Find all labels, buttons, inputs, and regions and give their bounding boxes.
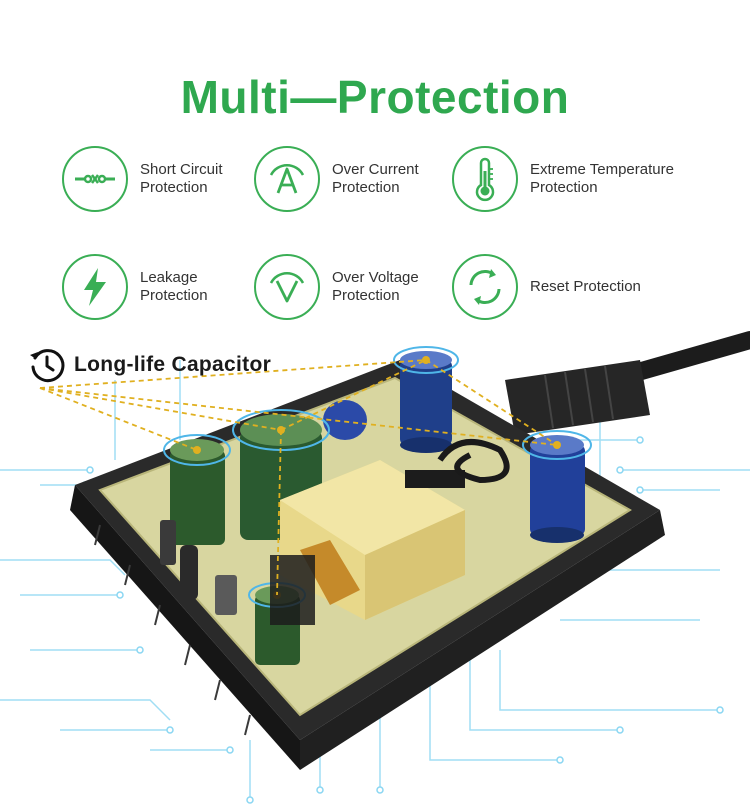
reset-arrows-icon [452, 254, 518, 320]
feature-label: Extreme Temperature Protection [530, 161, 674, 196]
feature-label: Over Voltage Protection [332, 269, 419, 304]
circuit-lines [0, 360, 750, 800]
feature-extreme-temperature: Extreme Temperature Protection [452, 146, 674, 212]
clock-icon [30, 349, 65, 383]
thermometer-icon [452, 146, 518, 212]
feature-over-voltage: Over Voltage Protection [254, 254, 419, 320]
power-adapter-illustration [0, 331, 750, 804]
capacitor [522, 430, 592, 543]
capacitor [393, 346, 459, 453]
feature-short-circuit: Short Circuit Protection [62, 146, 223, 212]
feature-over-current: Over Current Protection [254, 146, 419, 212]
feature-leakage: Leakage Protection [62, 254, 208, 320]
over-current-icon [254, 146, 320, 212]
transformer [270, 460, 465, 625]
callout-lines [39, 359, 558, 596]
feature-label: Leakage Protection [140, 269, 208, 304]
capacitor-callout: Long-life Capacitor [28, 346, 271, 384]
over-voltage-icon [254, 254, 320, 320]
page-title: Multi—Protection [180, 71, 570, 123]
callout-label: Long-life Capacitor [74, 353, 272, 376]
feature-label: Short Circuit Protection [140, 161, 223, 196]
lightning-icon [62, 254, 128, 320]
feature-reset: Reset Protection [452, 254, 641, 320]
feature-label: Over Current Protection [332, 161, 419, 196]
short-circuit-icon [62, 146, 128, 212]
feature-label: Reset Protection [530, 278, 641, 295]
